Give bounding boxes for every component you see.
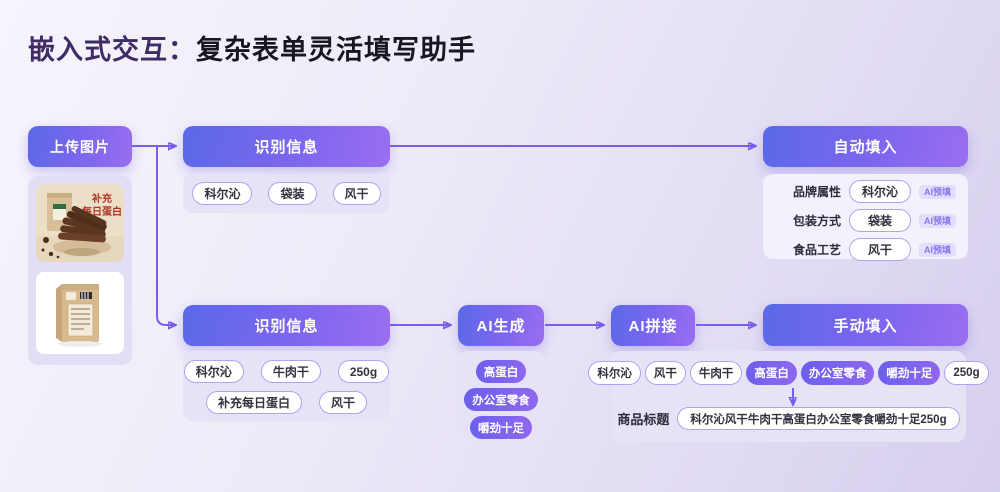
field-label: 包装方式 [793,214,842,228]
ai-tag-pill: 高蛋白 [475,360,527,383]
upload-image-button[interactable]: 上传图片 [28,126,132,167]
tag-pill: 250g [944,361,989,385]
ai-splice-button[interactable]: AI拼接 [611,305,695,346]
form-row-packaging: 包装方式 袋装 AI预填 [793,209,968,232]
tag-pill: 牛肉干 [260,360,321,383]
tag-pill: 风干 [319,391,368,414]
tags-row-2: 补充每日蛋白 风干 [183,391,390,414]
field-value-pill[interactable]: 风干 [849,238,912,261]
product-title-row: 商品标题 科尔沁风干牛肉干高蛋白办公室零食嚼劲十足250g [611,407,966,430]
title-main: 复杂表单灵活填写助手 [196,35,476,65]
ai-tag-pill: 高蛋白 [746,361,797,385]
page-title: 嵌入式交互：复杂表单灵活填写助手 [28,28,476,67]
ai-generated-tags-panel: 高蛋白 办公室零食 嚼劲十足 [458,351,544,439]
tag-pill: 牛肉干 [689,361,743,385]
recognized-top-tags-panel: 科尔沁 袋装 风干 [183,174,390,213]
package-photo-illustration [36,272,124,354]
ai-prefill-badge: AI预填 [919,213,957,228]
recognize-info-button-top[interactable]: 识别信息 [183,126,390,167]
product-images-panel: 补充 每日蛋白 [28,176,132,365]
tags-row-1: 科尔沁 牛肉干 250g [183,360,390,383]
arrow-upload-to-recognize-bottom [156,146,175,325]
form-row-brand: 品牌属性 科尔沁 AI预填 [793,180,968,203]
tag-pill: 科尔沁 [183,360,244,383]
label-text-lines [71,308,90,330]
spice-decorations [41,237,60,259]
manual-fill-button[interactable]: 手动填入 [763,304,968,346]
tag-pill: 250g [337,360,390,383]
splice-result-panel: 科尔沁 风干 牛肉干 高蛋白 办公室零食 嚼劲十足 250g 商品标题 科尔沁风… [588,351,989,442]
tag-pill: 风干 [644,361,686,385]
field-value-pill[interactable]: 科尔沁 [849,180,912,203]
ai-prefill-badge: AI预填 [919,184,957,199]
ai-tag-pill: 嚼劲十足 [878,361,941,385]
photo-caption-line1: 补充 [91,192,112,205]
jerky-sticks [58,205,107,243]
recognized-bottom-tags-panel: 科尔沁 牛肉干 250g 补充每日蛋白 风干 [183,351,390,421]
field-label: 食品工艺 [793,243,842,257]
auto-fill-button[interactable]: 自动填入 [763,126,968,167]
ai-prefill-badge: AI预填 [919,242,957,257]
product-title-pill[interactable]: 科尔沁风干牛肉干高蛋白办公室零食嚼劲十足250g [677,407,960,430]
product-photo-package [36,272,124,354]
tag-pill: 科尔沁 [192,182,253,205]
jerky-photo-illustration: 补充 每日蛋白 [36,184,124,262]
recognize-info-button-bottom[interactable]: 识别信息 [183,305,390,346]
product-title-label: 商品标题 [617,412,670,427]
form-row-process: 食品工艺 风干 AI预填 [793,238,968,261]
ai-tag-pill: 嚼劲十足 [470,416,532,439]
ai-tag-pill: 办公室零食 [464,388,538,411]
autofill-form-panel: 品牌属性 科尔沁 AI预填 包装方式 袋装 AI预填 食品工艺 风干 AI预填 [763,174,968,261]
field-value-pill[interactable]: 袋装 [849,209,912,232]
field-label: 品牌属性 [793,185,842,199]
tag-pill: 风干 [332,182,381,205]
tag-pill: 补充每日蛋白 [205,391,302,414]
title-prefix: 嵌入式交互： [28,35,196,65]
splice-tags-row: 科尔沁 风干 牛肉干 高蛋白 办公室零食 嚼劲十足 250g [588,351,989,385]
product-photo-jerky: 补充 每日蛋白 [36,184,124,262]
ai-generate-button[interactable]: AI生成 [458,305,544,346]
ai-tag-pill: 办公室零食 [800,361,875,385]
tag-pill: 袋装 [268,182,317,205]
tag-pill: 科尔沁 [588,361,641,385]
